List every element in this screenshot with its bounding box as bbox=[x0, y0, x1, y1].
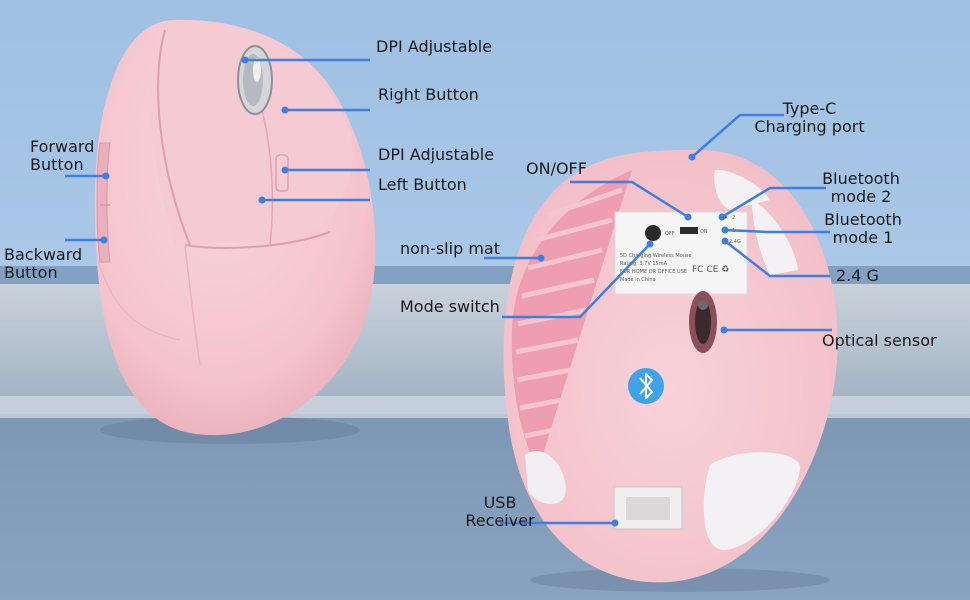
callout-line-24g bbox=[724, 240, 830, 278]
dpi-button bbox=[275, 154, 289, 192]
label-dpi-adjustable-mid: DPI Adjustable bbox=[378, 145, 495, 164]
callout-line-type-c bbox=[691, 113, 784, 158]
label-right-button: Right Button bbox=[378, 85, 479, 104]
product-line-2: Rating: 3.7V 15mA bbox=[620, 261, 668, 267]
callout-line-mode-switch bbox=[502, 243, 651, 319]
label-on-off: ON/OFF bbox=[526, 159, 587, 178]
label-dpi-adjustable-top: DPI Adjustable bbox=[376, 37, 493, 56]
label-type-c: Type-C Charging port bbox=[754, 99, 865, 136]
mode-24-text: 2.4G bbox=[729, 239, 741, 245]
label-24g: 2.4 G bbox=[836, 266, 879, 285]
optical-sensor bbox=[689, 291, 717, 353]
switch-on-text: ON bbox=[700, 229, 708, 235]
label-mode-switch: Mode switch bbox=[400, 297, 500, 316]
mode-2-text: 2 bbox=[732, 215, 735, 221]
label-left-button: Left Button bbox=[378, 175, 467, 194]
mouse-side-view bbox=[94, 19, 376, 444]
callout-line-on-off bbox=[570, 180, 689, 219]
certification-marks: FC CE ♻ bbox=[692, 265, 729, 275]
power-switch bbox=[680, 227, 698, 234]
callout-lines bbox=[65, 56, 832, 527]
callout-line-bt1 bbox=[724, 228, 830, 234]
scroll-wheel-icon bbox=[237, 45, 273, 115]
usb-receiver bbox=[613, 486, 683, 530]
product-label-sticker bbox=[614, 211, 748, 295]
bluetooth-icon bbox=[628, 368, 664, 404]
switch-off-text: OFF bbox=[665, 231, 675, 237]
label-backward-button: Backward Button bbox=[4, 245, 83, 282]
product-line-4: Made in China bbox=[620, 277, 656, 283]
label-usb-receiver: USB Receiver bbox=[465, 493, 535, 530]
label-forward-button: Forward Button bbox=[30, 137, 95, 174]
label-bluetooth-mode-1: Bluetooth mode 1 bbox=[824, 210, 902, 247]
product-line-1: 5D Charging Wireless Mouse bbox=[620, 253, 692, 259]
mode-switch-button bbox=[645, 225, 661, 241]
label-non-slip-mat: non-slip mat bbox=[400, 239, 500, 258]
callout-line-bt2 bbox=[721, 186, 826, 219]
mouse-underside-view: OFF ON 2 1 2.4G 5D Charging Wireless Mou… bbox=[503, 150, 838, 592]
product-line-3: FOR HOME OR OFFICE USE bbox=[620, 269, 687, 275]
label-bluetooth-mode-2: Bluetooth mode 2 bbox=[822, 169, 900, 206]
label-optical-sensor: Optical sensor bbox=[822, 331, 937, 350]
